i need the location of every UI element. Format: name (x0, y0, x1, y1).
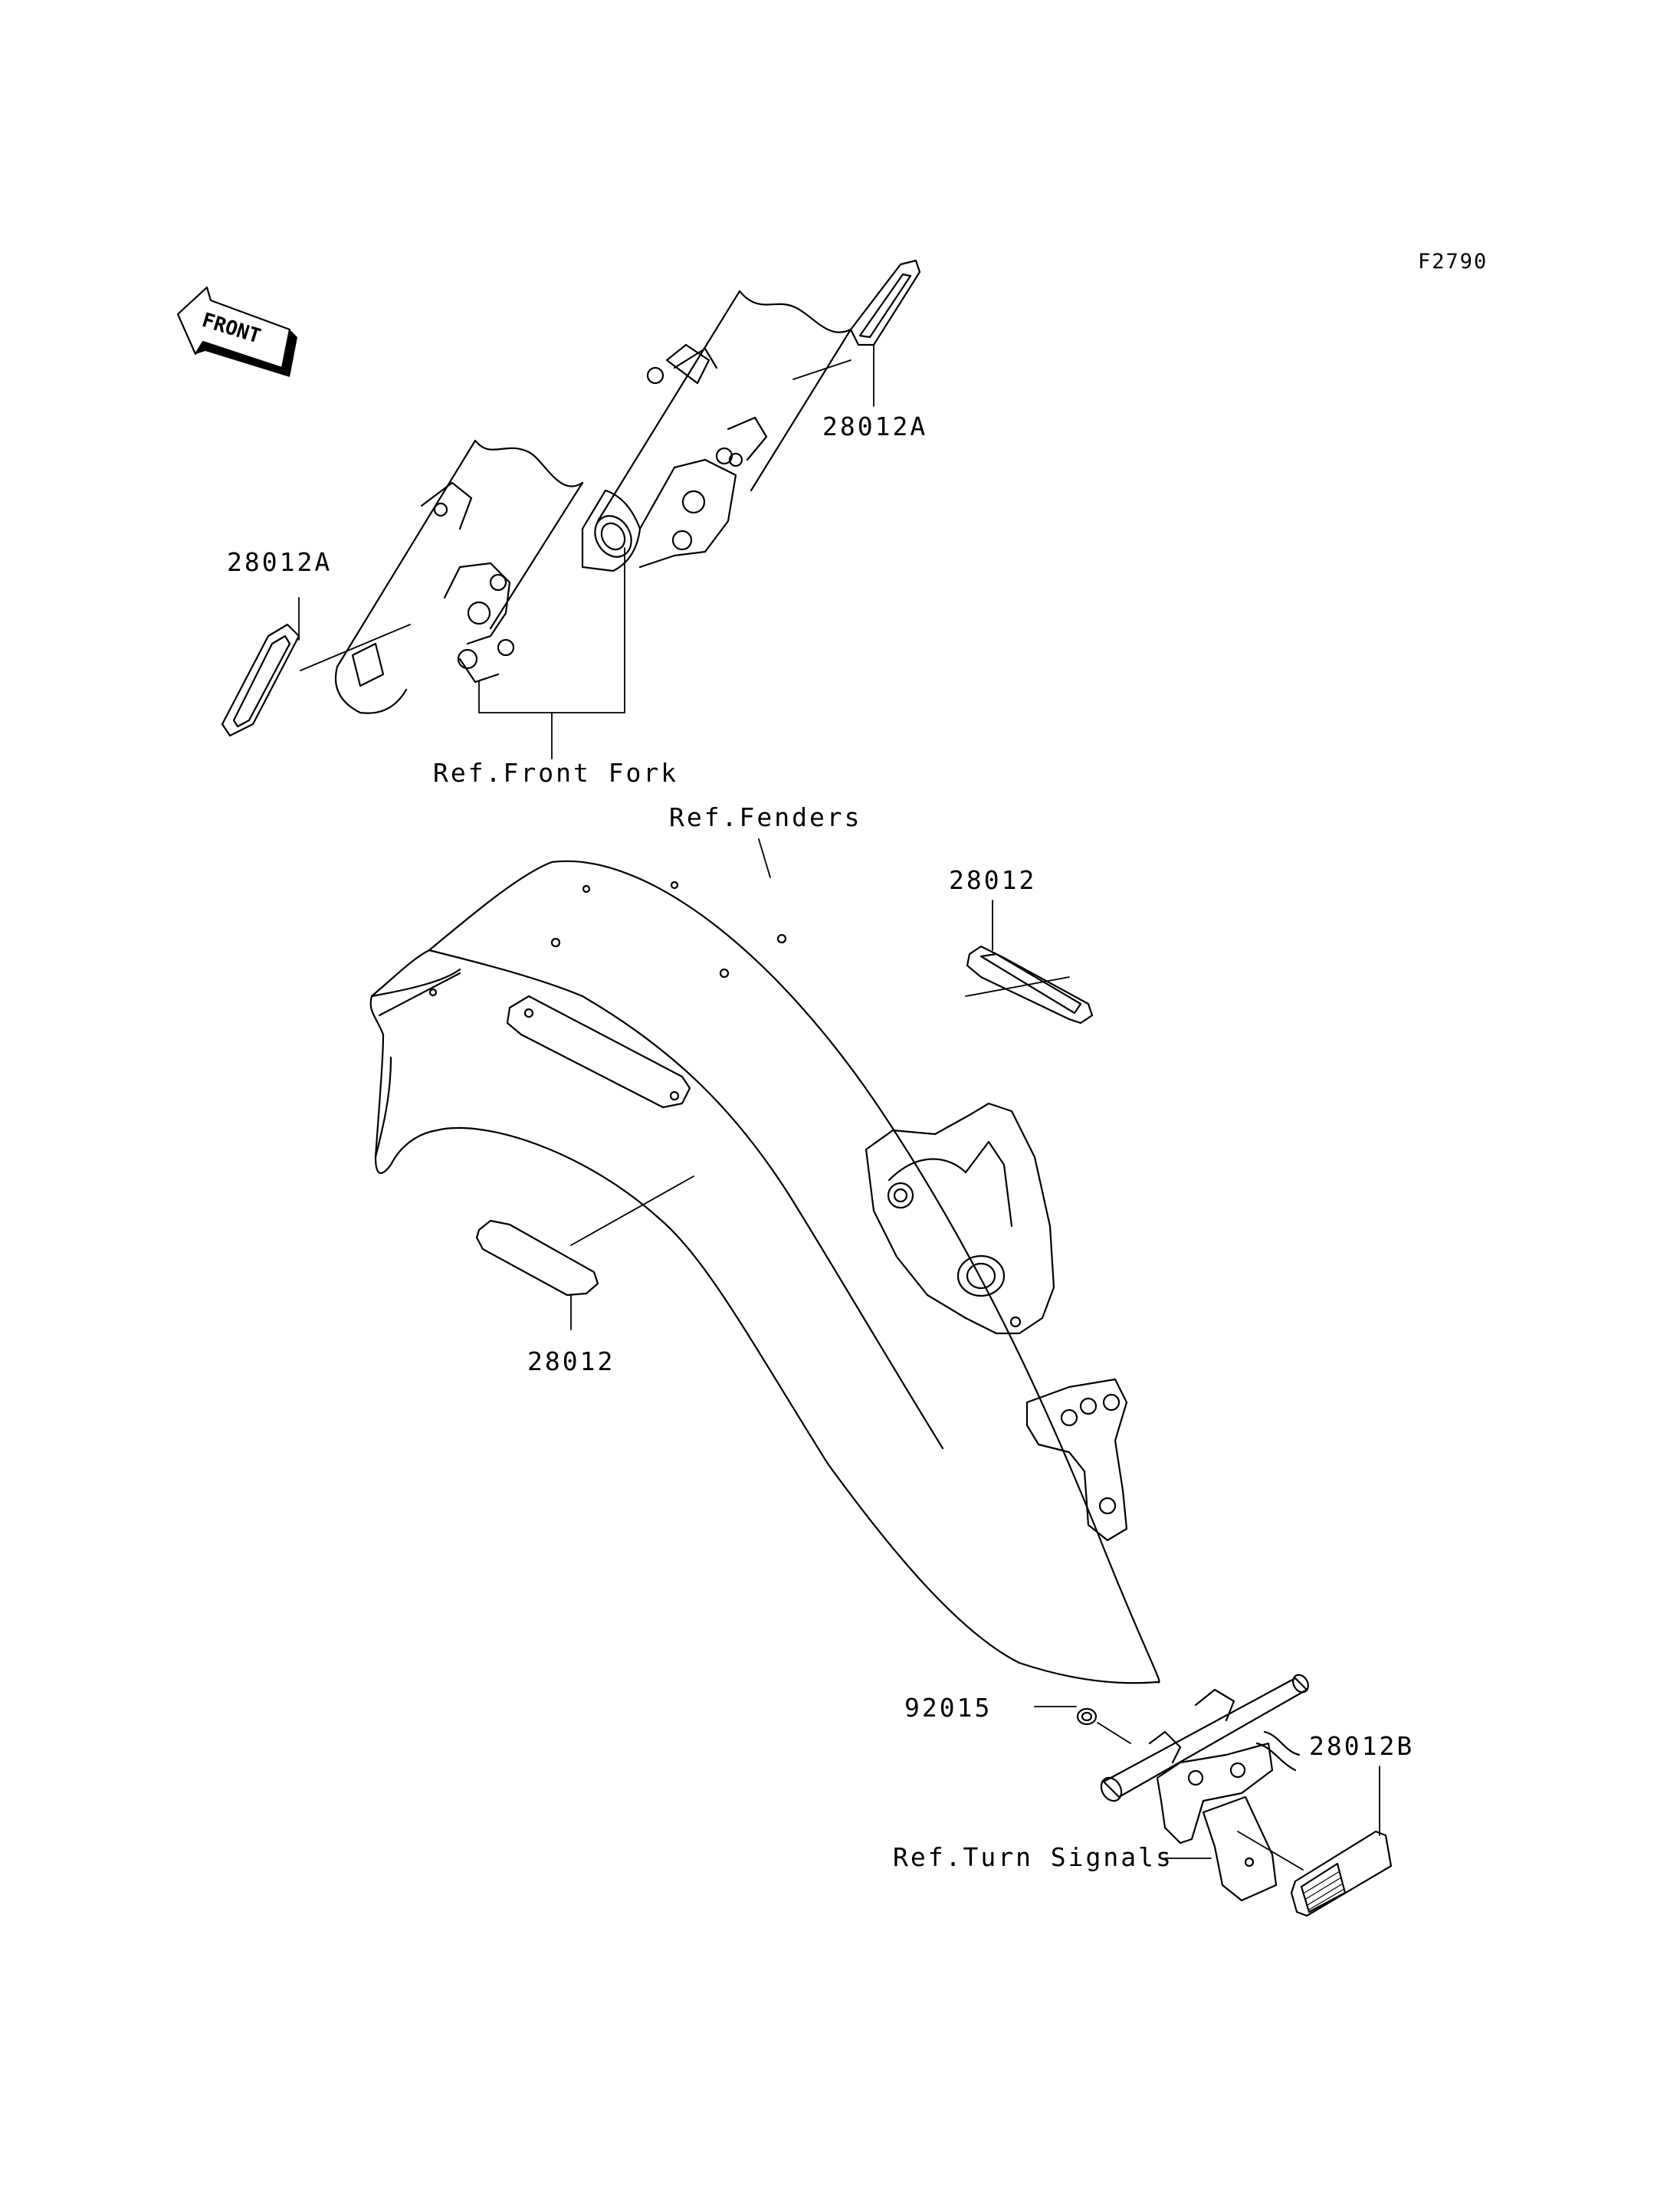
turn-signal-bracket (1100, 1674, 1309, 1902)
callout-nut: 92015 (904, 1693, 992, 1723)
callout-fender-reflector-upper: 28012 (949, 865, 1036, 895)
fender-reflector-lower (475, 1219, 599, 1297)
callout-fork-right-reflector: 28012A (822, 412, 927, 441)
left-fork-leg (334, 439, 584, 714)
nut (1076, 1707, 1098, 1726)
callout-fender-reflector-lower: 28012 (527, 1346, 615, 1376)
fender (369, 860, 1160, 1684)
rear-reflector (1290, 1830, 1393, 1917)
callout-fenders-ref: Ref.Fenders (669, 802, 862, 832)
callout-rear-reflector: 28012B (1309, 1731, 1414, 1761)
fork-reflector-left (221, 623, 300, 737)
front-arrow-icon: FRONT (176, 286, 297, 377)
front-arrow-label: FRONT (199, 309, 264, 349)
fender-reflector-upper (966, 945, 1094, 1025)
right-fork-leg (581, 290, 852, 572)
fork-reflector-right (849, 259, 921, 346)
callout-turn-signals-ref: Ref.Turn Signals (893, 1842, 1173, 1872)
callout-front-fork-ref: Ref.Front Fork (433, 758, 678, 788)
callout-fork-left-reflector: 28012A (227, 547, 332, 577)
figure-code: F2790 (1418, 250, 1488, 274)
